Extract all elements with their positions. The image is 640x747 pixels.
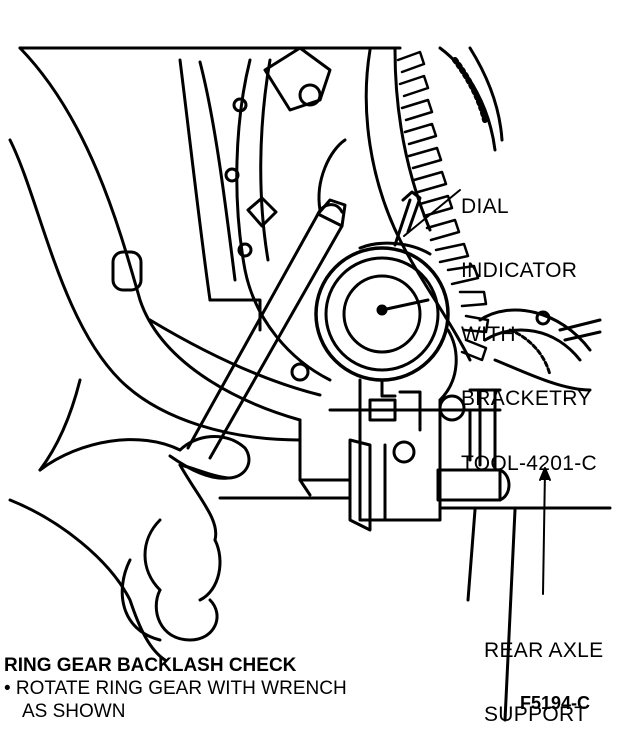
backlash-check-illustration	[8, 46, 612, 722]
pinion-detail-drawing	[478, 308, 602, 392]
rear-axle-support-line-1: REAR AXLE	[484, 638, 604, 662]
carrier-flange-drawing	[224, 46, 347, 382]
hand-drawing	[8, 434, 251, 662]
figure-id: F5194-C	[520, 693, 591, 713]
dial-indicator-line-2: INDICATOR	[461, 259, 578, 283]
dial-indicator-drawing	[314, 190, 458, 402]
rear-axle-support-drawing	[218, 408, 612, 722]
dial-indicator-line-1: DIAL	[461, 194, 509, 218]
dial-indicator-line-4: BRACKETRY	[461, 387, 592, 411]
caption-title: RING GEAR BACKLASH CHECK	[4, 655, 297, 676]
caption-bullet: • ROTATE RING GEAR WITH WRENCH	[4, 678, 347, 699]
dial-indicator-line-3: WITH	[461, 323, 516, 347]
dial-indicator-label: DIAL INDICATOR WITH BRACKETRY TOOL-4201-…	[461, 153, 597, 496]
leader-lines	[403, 189, 551, 595]
axle-housing-drawing	[8, 46, 402, 482]
wrench-drawing	[186, 198, 347, 460]
dial-indicator-line-5: TOOL-4201-C	[461, 451, 597, 475]
caption-bullet-continued: AS SHOWN	[22, 701, 126, 722]
rear-axle-support-line-2: SUPPORT	[484, 703, 588, 727]
rear-axle-support-label: REAR AXLE SUPPORT	[484, 597, 603, 747]
